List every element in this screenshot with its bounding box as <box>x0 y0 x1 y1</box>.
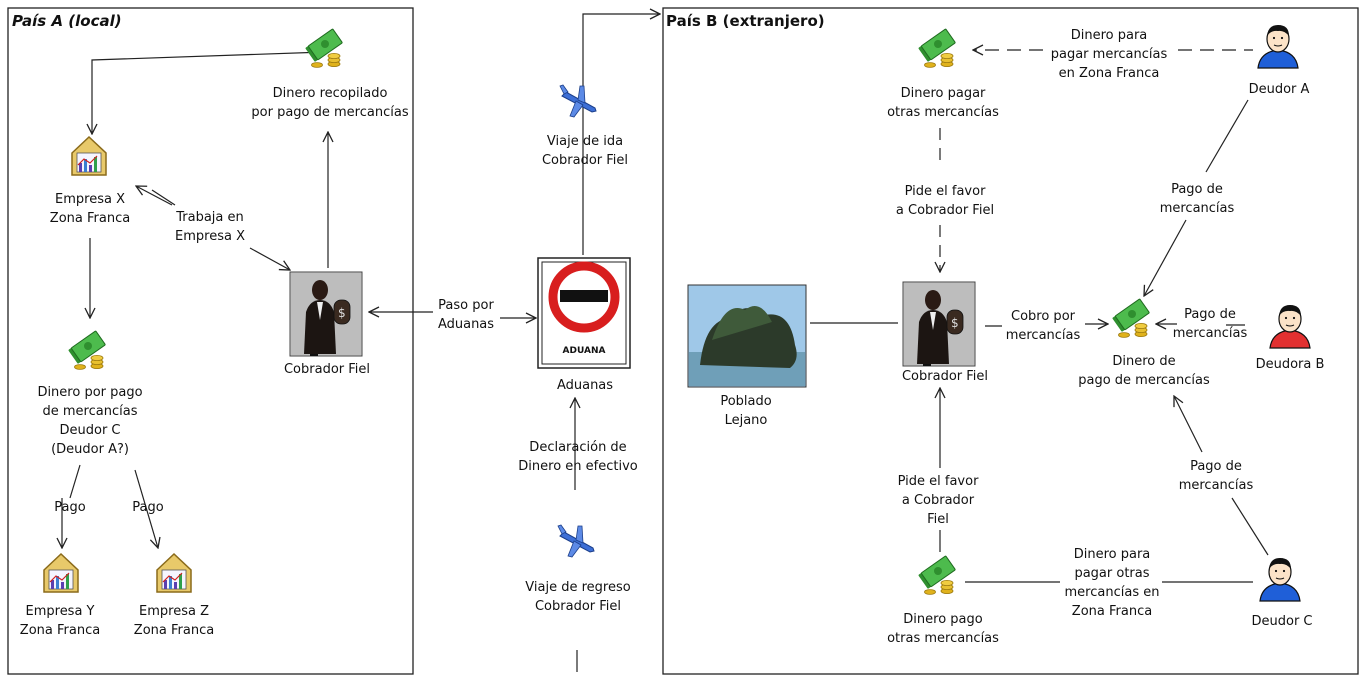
money-other-free-zone-label: Dinero para pagar otras mercancías en Zo… <box>1064 547 1160 619</box>
country-a-title: País A (local) <box>12 12 122 30</box>
payment-z-label: Pago <box>132 500 164 515</box>
collection-label: Cobro por mercancías <box>1005 309 1081 343</box>
money-debtor-c-label: Dinero por pago de mercancías Deudor C (… <box>37 385 143 457</box>
money-goods-payment-label: Dinero de pago de mercancías <box>1078 354 1210 388</box>
edge-payment-z <box>134 469 158 548</box>
company-y-label: Empresa Y Zona Franca <box>19 604 101 638</box>
no-entry-bar <box>560 290 608 302</box>
money-icon-goods-payment <box>1111 298 1150 338</box>
collector-icon-a <box>289 271 363 357</box>
works-at-label: Trabaja en Empresa X <box>175 210 245 244</box>
plane-icon-outbound <box>559 84 597 118</box>
debtor-b-label: Deudora B <box>1255 357 1325 372</box>
outbound-trip-label: Viaje de ida Cobrador Fiel <box>541 134 629 168</box>
money-other-goods-payment-label: Dinero pago otras mercancías <box>887 612 999 646</box>
edge-goods-payment-a <box>1144 219 1187 296</box>
goods-payment-a-label: Pago de mercancías <box>1159 182 1235 216</box>
goods-payment-c-label: Pago de mercancías <box>1178 459 1254 493</box>
goods-payment-b-label: Pago de mercancías <box>1172 307 1248 341</box>
payment-y-label: Pago <box>54 500 86 515</box>
customs-pass-label: Paso por Aduanas <box>437 298 495 332</box>
debtor-c-label: Deudor C <box>1251 614 1313 629</box>
favor-top-label: Pide el favor a Cobrador Fiel <box>895 184 995 218</box>
edge-goods-payment-c-bottom <box>1231 497 1269 556</box>
country-b-title: País B (extranjero) <box>666 12 825 30</box>
building-icon-company-z <box>156 553 192 593</box>
edge-works-at-left <box>136 186 173 206</box>
building-icon-company-x <box>71 136 107 176</box>
cash-declaration-label: Declaración de Dinero en efectivo <box>518 440 638 474</box>
edge-goods-payment-a-top <box>1205 99 1249 173</box>
debtor-a-label: Deudor A <box>1248 82 1310 97</box>
country-a-frame <box>7 7 414 675</box>
remote-village-label: Poblado Lejano <box>720 394 772 428</box>
money-other-goods-label: Dinero pagar otras mercancías <box>887 86 999 120</box>
village-trees <box>712 306 772 340</box>
money-icon-collected <box>304 28 343 68</box>
money-icon-debtor-c <box>67 330 106 370</box>
customs-label: Aduanas <box>556 378 614 393</box>
company-x-label: Empresa X Zona Franca <box>49 192 131 226</box>
collector-b-label: Cobrador Fiel <box>901 369 989 384</box>
collector-a-label: Cobrador Fiel <box>283 362 371 377</box>
collector-icon-b <box>902 281 976 367</box>
company-z-label: Empresa Z Zona Franca <box>133 604 215 638</box>
edge-money-to-company-x <box>92 51 326 134</box>
person-icon-debtor-b <box>1269 304 1311 349</box>
edge-works-at-start <box>151 189 176 206</box>
favor-bottom-label: Pide el favor a Cobrador Fiel <box>897 474 979 527</box>
building-icon-company-y <box>43 553 79 593</box>
plane-icon-return <box>557 524 595 558</box>
person-icon-debtor-a <box>1257 24 1299 69</box>
money-collected-label: Dinero recopilado por pago de mercancías <box>251 86 409 120</box>
money-free-zone-label: Dinero para pagar mercancías en Zona Fra… <box>1050 28 1168 81</box>
person-icon-debtor-c <box>1259 557 1301 602</box>
country-b-frame <box>662 7 1359 675</box>
money-icon-other-goods-payment <box>917 555 956 595</box>
edge-works-at-right <box>249 247 290 270</box>
edge-payment-y-top <box>69 464 81 499</box>
edge-outbound-trip <box>582 14 660 255</box>
return-trip-label: Viaje de regreso Cobrador Fiel <box>525 580 631 614</box>
customs-sign-text: ADUANA <box>563 346 606 356</box>
money-icon-other-goods <box>917 28 956 68</box>
edge-goods-payment-c <box>1174 396 1203 453</box>
